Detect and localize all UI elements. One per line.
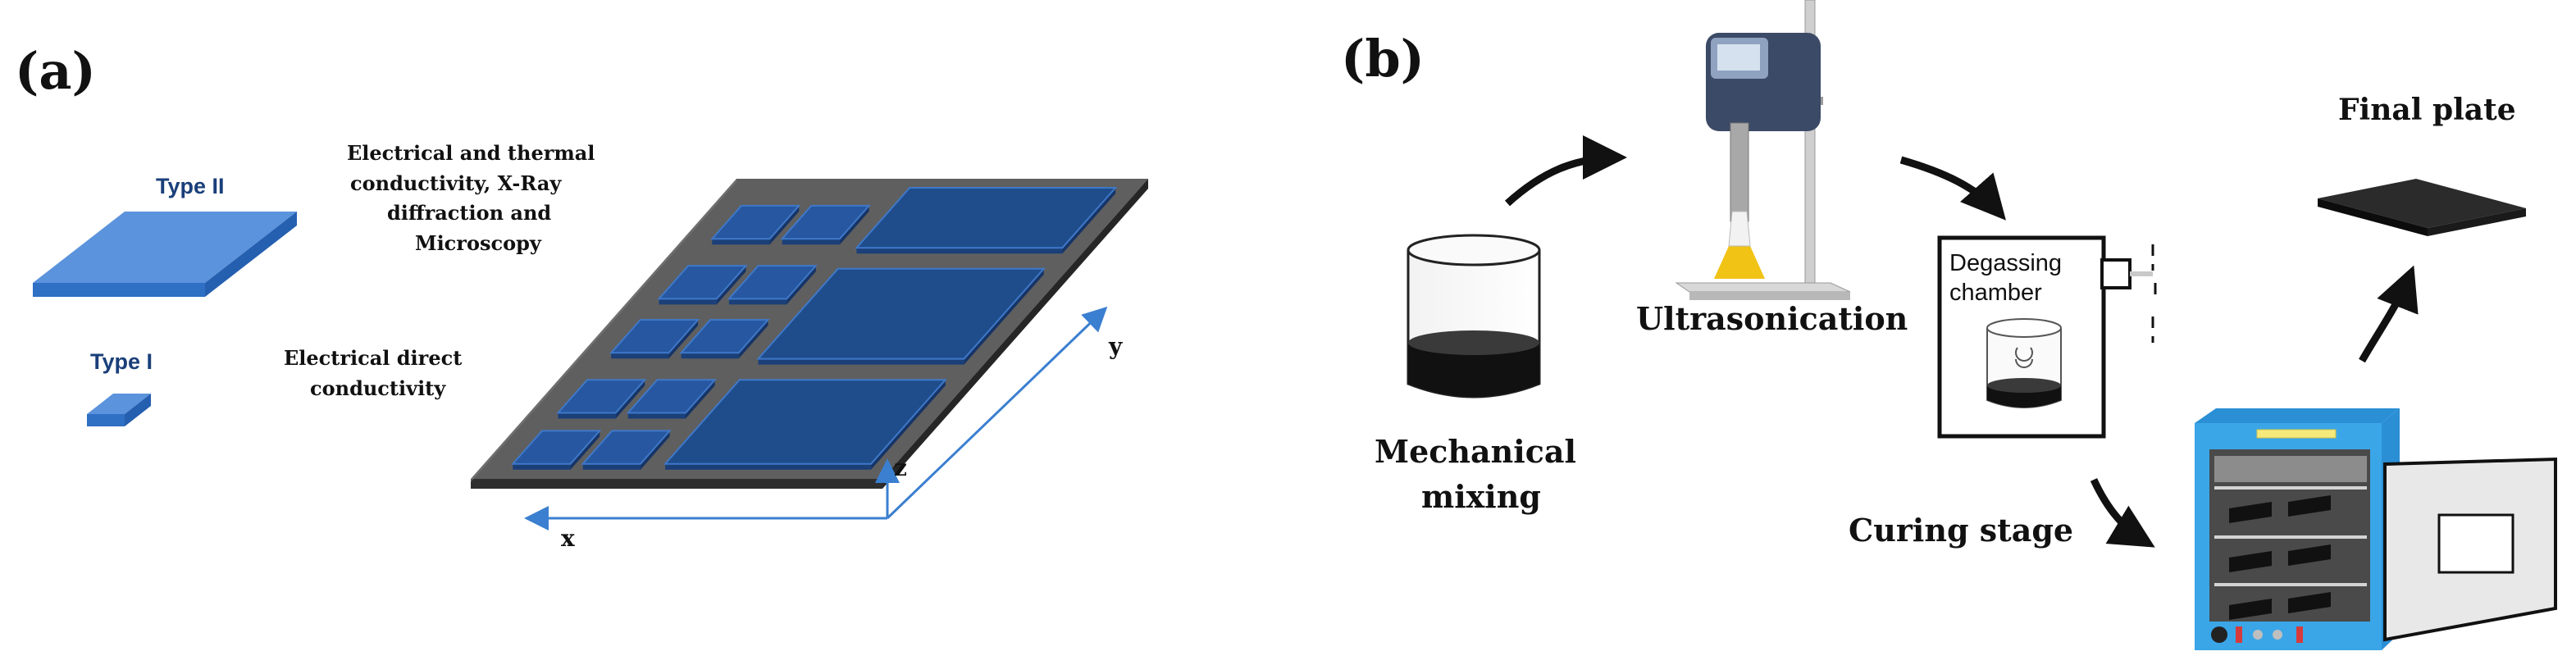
plate-specimen-side (641, 430, 670, 470)
mixing-beaker (1407, 234, 1541, 399)
curing-stage-label: Curing stage (1849, 512, 2073, 549)
type-i-desc-line-2: conductivity (310, 376, 446, 400)
arrow-oven-to-final-plate (2359, 265, 2419, 363)
mechanical-mixing-label-line-1: Mechanical (1375, 433, 1576, 470)
plate-specimen-type-i (626, 379, 717, 414)
plate-specimen-edge (627, 412, 686, 419)
plate-specimen-side (840, 205, 869, 245)
plate-specimen-edge (758, 358, 964, 365)
plate-specimen-type-i (780, 204, 871, 240)
plate-specimen-edge (856, 248, 1063, 254)
plate-specimen-side (615, 380, 645, 419)
degassing-chamber (1937, 235, 2157, 439)
plate-specimen-type-i (511, 430, 602, 465)
plate-specimen-edge (558, 412, 616, 419)
plate-specimen-edge (728, 298, 787, 305)
final-plate-label: Final plate (2338, 93, 2516, 127)
type-ii-description: Electrical and thermal conductivity, X-R… (347, 141, 595, 255)
plate-specimen-type-ii (855, 187, 1118, 249)
plate-specimen-side (786, 266, 816, 305)
panel-b-label: (b) (1341, 29, 1425, 89)
y-axis-label: y (1108, 333, 1123, 360)
type-i-label: Type I (90, 349, 153, 374)
plate-specimen-side (964, 268, 1044, 365)
type-ii-specimen (33, 212, 297, 297)
y-axis-arrow (886, 306, 1108, 520)
type-ii-desc-line-3: diffraction and (387, 201, 551, 225)
plate-specimen-type-i (657, 265, 748, 300)
x-axis-label: x (561, 525, 575, 552)
plate-specimen-side (769, 205, 800, 245)
plate-specimen-side (716, 266, 746, 305)
type-ii-desc-line-2: conductivity, X-Ray (350, 171, 562, 195)
plate-specimen-edge (665, 463, 872, 470)
plate-specimen-edge (681, 353, 739, 359)
type-ii-desc-line-4: Microscopy (415, 231, 542, 255)
arrow-degassing-to-oven (2090, 478, 2155, 548)
plate-specimen-edge (582, 463, 641, 470)
plate-specimen-type-i (710, 204, 801, 240)
z-axis-label: z (894, 454, 907, 481)
plate-specimen-side (570, 430, 600, 470)
plate-specimen-edge (712, 239, 770, 245)
degassing-label-line-2: chamber (1949, 280, 2042, 306)
arrow-ultrasonication-to-degassing (1899, 156, 2006, 221)
final-plate (2318, 179, 2526, 236)
plate-specimen-edge (659, 298, 717, 305)
plate-specimen-side (1062, 188, 1116, 254)
curing-oven (2195, 408, 2557, 650)
plate-specimens (511, 187, 1118, 470)
axes (524, 306, 1108, 531)
plate-specimen-edge (611, 353, 669, 359)
plate-specimen-type-i (556, 379, 647, 414)
type-i-description: Electrical direct conductivity (284, 346, 462, 400)
degassing-label-line-1: Degassing (1949, 250, 2062, 276)
type-ii-label: Type II (156, 174, 225, 198)
type-ii-desc-line-1: Electrical and thermal (347, 141, 595, 165)
plate-specimen-type-i (679, 319, 770, 354)
arrow-mixing-to-ultrasonication (1504, 135, 1627, 207)
type-i-desc-line-1: Electrical direct (284, 346, 462, 370)
plate-specimen-type-ii (663, 379, 948, 465)
plate-specimen-side (668, 320, 699, 359)
type-i-specimen (87, 394, 151, 426)
ultrasonication-label: Ultrasonication (1636, 300, 1908, 337)
plate-specimen-type-ii (756, 267, 1046, 360)
plate-specimen-type-i (727, 265, 818, 300)
plate-specimen-side (738, 320, 768, 359)
mechanical-mixing-label-line-2: mixing (1421, 478, 1541, 515)
plate-specimen-side (686, 380, 715, 419)
plate-specimen-type-i (609, 319, 700, 354)
plate-specimen-side (871, 380, 946, 470)
plate-specimen-type-i (581, 430, 672, 465)
plate-specimen-edge (782, 239, 840, 245)
plate-specimen-edge (513, 463, 571, 470)
panel-a-label: (a) (15, 41, 96, 101)
ultrasonicator (1675, 0, 1851, 300)
